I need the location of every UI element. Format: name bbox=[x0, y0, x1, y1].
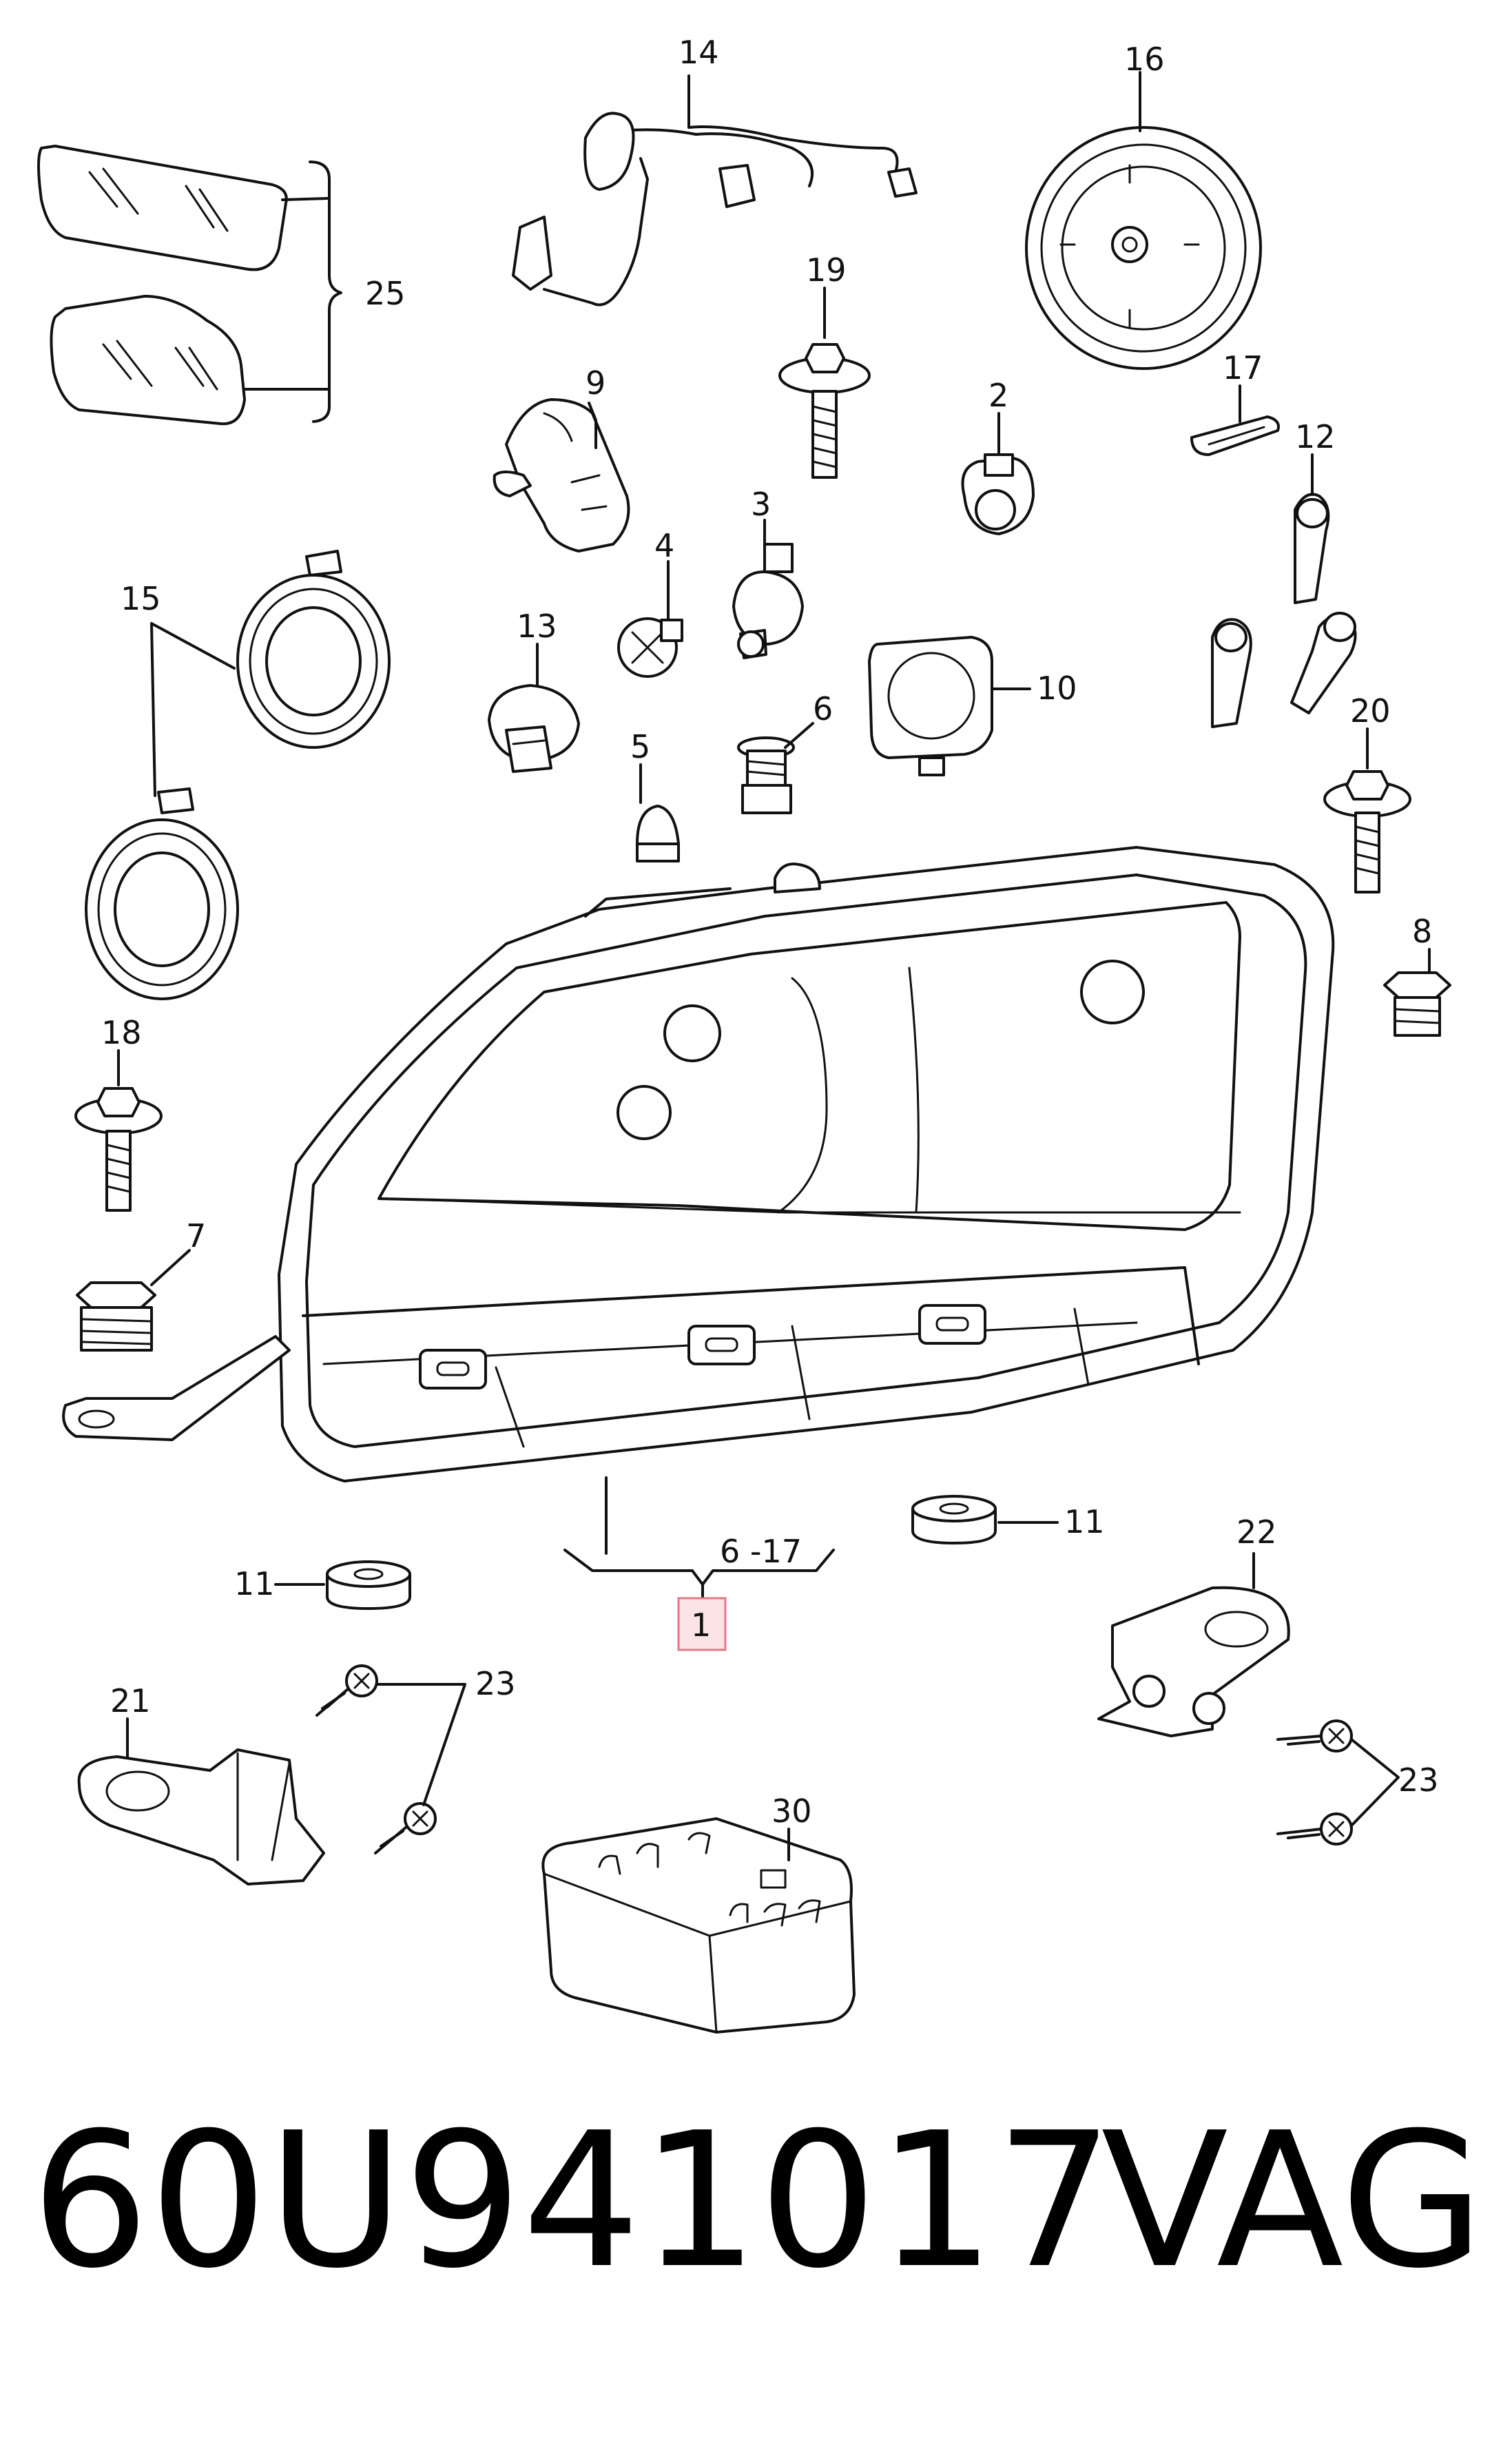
part-number: 60U941017 bbox=[31, 2092, 1114, 2309]
part-16-cover-cap[interactable] bbox=[1025, 71, 1262, 370]
part-15-seal-rings[interactable] bbox=[85, 550, 391, 1000]
callout-bracket-1 bbox=[563, 1549, 835, 1600]
part-9-motor[interactable] bbox=[493, 398, 630, 552]
callout-30: 30 bbox=[771, 1792, 812, 1830]
callout-11-right: 11 bbox=[1064, 1503, 1105, 1540]
part-17-clip[interactable] bbox=[1190, 384, 1280, 456]
callout-22: 22 bbox=[1236, 1513, 1277, 1551]
callout-19: 19 bbox=[806, 251, 847, 289]
part-20-screw[interactable] bbox=[1323, 727, 1411, 893]
part-5-bulb[interactable] bbox=[636, 763, 680, 862]
callout-3: 3 bbox=[751, 486, 771, 523]
part-6-adjuster[interactable] bbox=[737, 722, 814, 814]
callout-13: 13 bbox=[517, 608, 557, 645]
footer: 60U941017 VAG bbox=[31, 2098, 1484, 2304]
part-23-screws-right[interactable] bbox=[1276, 1719, 1400, 1846]
part-30-bulb-kit[interactable] bbox=[541, 1817, 856, 2034]
callout-1-highlight bbox=[677, 1597, 727, 1651]
callout-7: 7 bbox=[186, 1217, 206, 1254]
part-12-holders[interactable] bbox=[1211, 453, 1357, 728]
part-11-grommet-left[interactable] bbox=[274, 1560, 411, 1610]
callout-23-right: 23 bbox=[1398, 1761, 1439, 1799]
callout-8: 8 bbox=[1412, 913, 1432, 950]
callout-12: 12 bbox=[1295, 418, 1336, 455]
part-4-bulb[interactable] bbox=[617, 560, 683, 678]
callout-25: 25 bbox=[365, 275, 406, 312]
callout-6: 6 bbox=[813, 690, 833, 727]
callout-5: 5 bbox=[630, 728, 650, 765]
part-10-gasket[interactable] bbox=[868, 636, 1031, 776]
part-23-screws-left[interactable] bbox=[315, 1664, 466, 1854]
part-22-bracket[interactable] bbox=[1097, 1552, 1290, 1737]
callout-15: 15 bbox=[121, 580, 161, 617]
part-3-bulb[interactable] bbox=[732, 519, 804, 659]
part-25-lens-covers[interactable] bbox=[37, 145, 342, 426]
brand-name: VAG bbox=[1101, 2092, 1484, 2309]
part-14-wiring-harness[interactable] bbox=[512, 74, 918, 307]
callout-4: 4 bbox=[654, 527, 674, 564]
part-21-bracket[interactable] bbox=[77, 1717, 325, 1885]
callout-18: 18 bbox=[101, 1014, 142, 1051]
callout-10: 10 bbox=[1037, 670, 1077, 707]
part-11-grommet-right[interactable] bbox=[911, 1495, 1059, 1544]
callout-16: 16 bbox=[1124, 41, 1165, 78]
part-7-nut[interactable] bbox=[76, 1249, 191, 1352]
part-13-socket[interactable] bbox=[488, 643, 580, 773]
callout-6-17: 6 -17 bbox=[720, 1533, 802, 1570]
callout-20: 20 bbox=[1350, 692, 1391, 730]
part-2-bulb[interactable] bbox=[961, 412, 1035, 535]
callout-17: 17 bbox=[1223, 349, 1263, 386]
callout-9: 9 bbox=[586, 364, 605, 402]
part-8-nut[interactable] bbox=[1383, 948, 1451, 1037]
callout-2: 2 bbox=[988, 377, 1008, 414]
callout-21: 21 bbox=[110, 1682, 151, 1719]
callout-11-left: 11 bbox=[234, 1565, 275, 1602]
part-19-screw[interactable] bbox=[778, 287, 871, 479]
callout-23-left: 23 bbox=[475, 1665, 516, 1702]
part-18-screw[interactable] bbox=[74, 1049, 163, 1212]
callout-14: 14 bbox=[679, 34, 719, 71]
part-1-headlamp[interactable] bbox=[62, 846, 1335, 1555]
callout-1: 1 bbox=[691, 1606, 711, 1644]
